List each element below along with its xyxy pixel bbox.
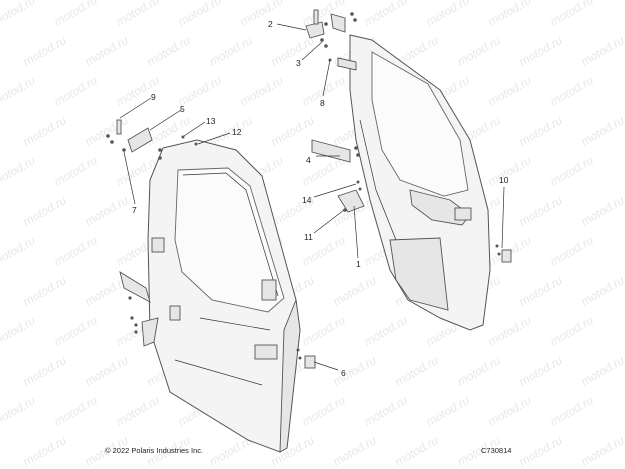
leader-lines <box>119 23 505 371</box>
callout-8: 8 <box>320 98 325 108</box>
right-door[interactable] <box>349 34 491 331</box>
callout-13: 13 <box>206 116 216 126</box>
left-door-latch-striker <box>261 279 277 301</box>
part-8-bracket <box>337 57 357 71</box>
callout-2: 2 <box>268 19 273 29</box>
callout-11: 11 <box>304 232 313 242</box>
callout-10: 10 <box>499 175 509 185</box>
callout-6: 6 <box>341 368 346 378</box>
part-1-hinge <box>337 189 365 213</box>
callout-3: 3 <box>296 58 301 68</box>
left-door-mirror-mount <box>151 237 165 253</box>
callout-4: 4 <box>306 155 311 165</box>
left-lower-hinge <box>141 317 159 347</box>
part-9-pin <box>116 119 122 135</box>
callout-1: 1 <box>356 259 361 269</box>
copyright-notice: © 2022 Polaris Industries Inc. <box>105 446 204 455</box>
right-door-window <box>371 51 469 197</box>
left-door-window <box>174 167 285 313</box>
part-2-pin <box>313 9 319 25</box>
part-10-latch <box>501 249 512 263</box>
callout-14: 14 <box>302 195 312 205</box>
right-door-inner-handle[interactable] <box>454 207 472 221</box>
part-2b-bracket <box>330 13 346 33</box>
part-3-screw <box>320 38 324 42</box>
left-door-hinge-plate <box>169 305 181 321</box>
part-6-striker <box>304 355 316 369</box>
figure-id: C730814 <box>481 446 512 455</box>
part-5-hinge <box>127 127 153 153</box>
part-4-hinge <box>311 139 351 163</box>
left-lower-hinge-bracket <box>119 271 151 303</box>
callout-7: 7 <box>132 205 137 215</box>
left-door-handle[interactable] <box>254 344 278 360</box>
left-door[interactable] <box>147 139 301 453</box>
callout-12: 12 <box>232 127 242 137</box>
callout-9: 9 <box>151 92 156 102</box>
callout-5: 5 <box>180 104 185 114</box>
